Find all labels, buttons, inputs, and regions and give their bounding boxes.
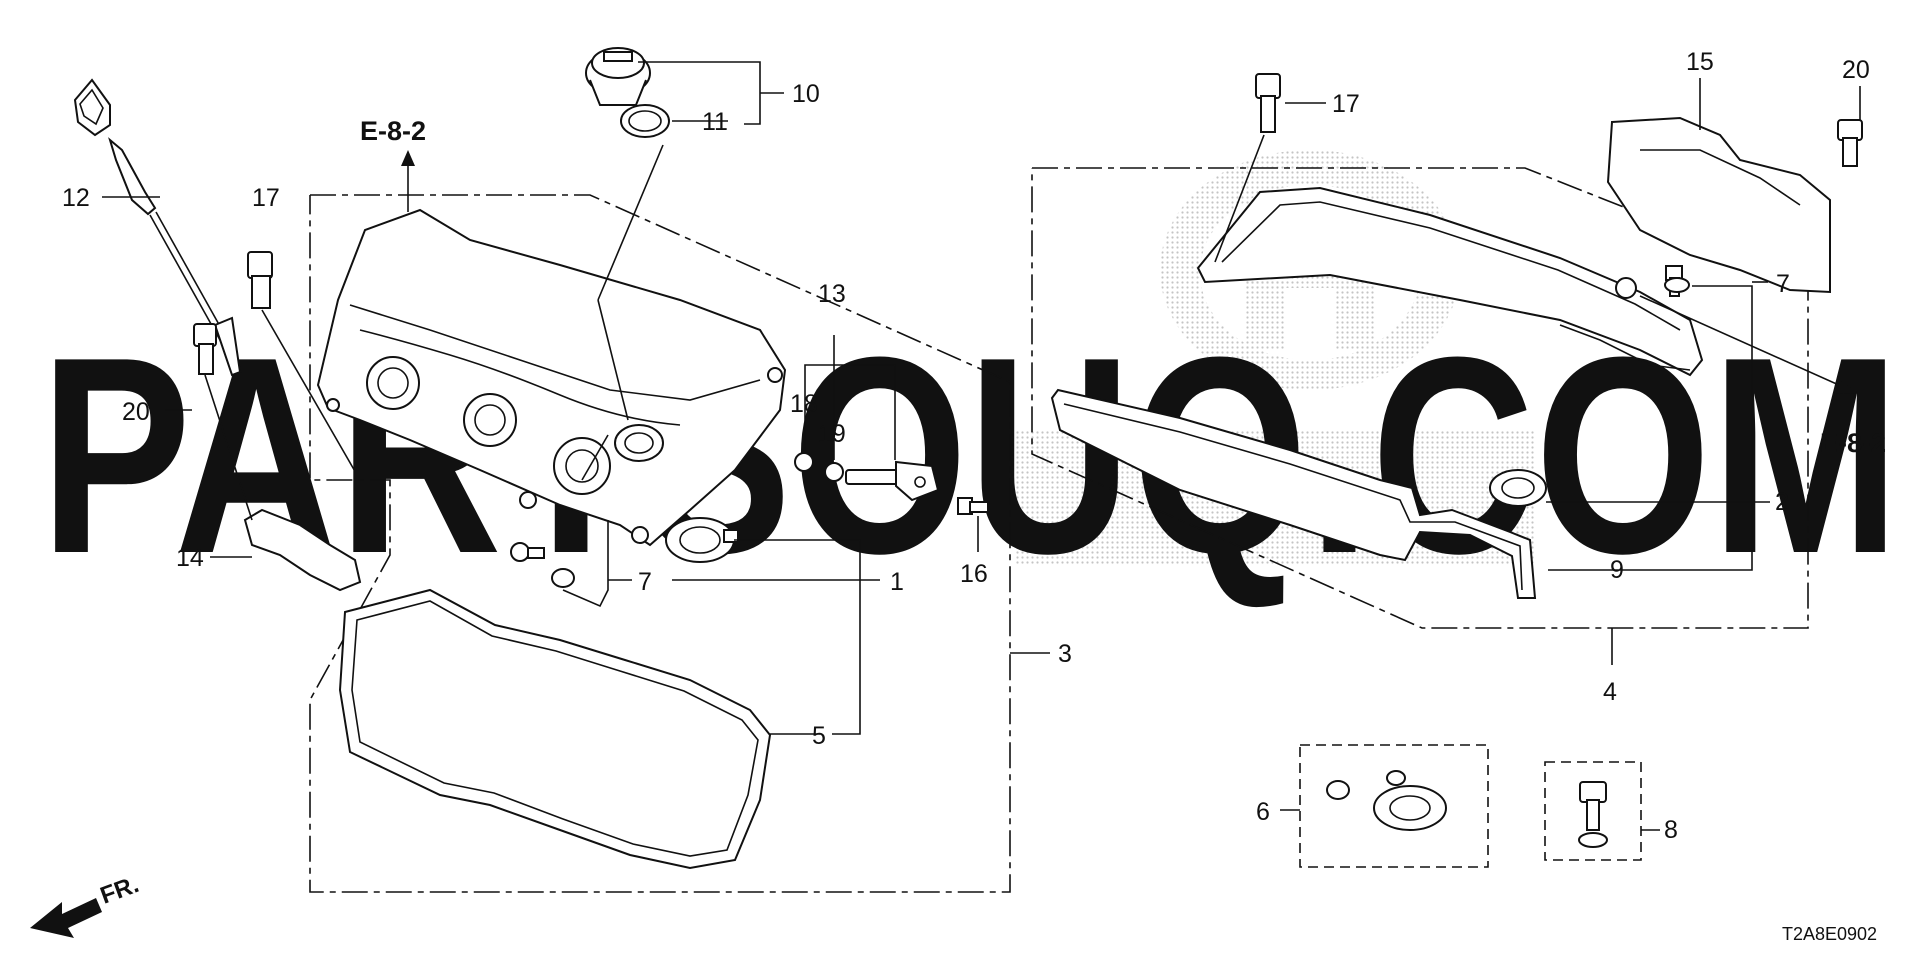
callout-17-right: 17 — [1332, 90, 1360, 118]
seal-2 — [1489, 469, 1547, 507]
callout-20-left: 20 — [122, 398, 150, 426]
callout-4: 4 — [1603, 678, 1617, 706]
kit-8-contents — [1578, 781, 1608, 848]
diagram-code: T2A8E0902 — [1782, 924, 1877, 944]
callout-11: 11 — [702, 108, 728, 136]
bracket-14 — [243, 508, 362, 592]
bolt-small-left — [510, 542, 545, 562]
callout-1: 1 — [890, 568, 904, 596]
kit-6-contents — [1326, 770, 1447, 831]
callout-2: 2 — [1775, 488, 1789, 516]
callout-6: 6 — [1256, 798, 1270, 826]
plug-tube-seal-1 — [665, 517, 739, 563]
callout-7-left: 7 — [638, 568, 652, 596]
bolt-17-left — [247, 251, 273, 309]
leader-lines — [102, 61, 1861, 831]
callout-7-right: 7 — [1776, 270, 1790, 298]
callout-8: 8 — [1664, 816, 1678, 844]
front-indicator-label: FR. — [97, 871, 143, 910]
engine-cover-15 — [1606, 116, 1831, 294]
reference-e-8-2-top: E-8-2 — [360, 116, 426, 146]
valve-cover-gasket-right — [1050, 388, 1537, 599]
o-ring-18 — [794, 452, 814, 472]
bolt-20-right — [1837, 119, 1863, 167]
callout-3: 3 — [1058, 640, 1072, 668]
callout-13: 13 — [818, 280, 846, 308]
callout-9: 9 — [1610, 556, 1624, 584]
reference-e-8-2-right: E-8-2 — [1820, 428, 1886, 458]
callout-5: 5 — [812, 722, 826, 750]
filler-cap-seal — [620, 104, 670, 138]
kit-box-8 — [1544, 761, 1642, 861]
callout-20-right: 20 — [1842, 56, 1870, 84]
bolt-20-left — [193, 323, 217, 375]
callout-17-left: 17 — [252, 184, 280, 212]
washer-7-left — [551, 568, 575, 588]
front-arrow-icon — [30, 898, 102, 938]
washer-7-right — [1664, 277, 1690, 293]
valve-cover-left — [316, 208, 787, 547]
breather-pipe-13 — [845, 460, 940, 502]
callout-19: 19 — [818, 420, 846, 448]
bolt-16 — [957, 497, 989, 515]
callout-15: 15 — [1686, 48, 1714, 76]
callout-12: 12 — [62, 184, 90, 212]
valve-cover-gasket-left — [338, 588, 772, 870]
callout-10: 10 — [792, 80, 820, 108]
assembly-frame-left — [309, 194, 1011, 893]
oil-filler-cap — [585, 47, 651, 106]
valve-cover-right — [1196, 186, 1704, 377]
callout-14: 14 — [176, 544, 204, 572]
callout-16: 16 — [960, 560, 988, 588]
kit-box-6 — [1299, 744, 1489, 868]
o-ring-19 — [824, 462, 844, 482]
bolt-17-right — [1255, 73, 1281, 133]
dipstick — [73, 78, 242, 377]
assembly-frame-right — [1031, 167, 1809, 629]
callout-18: 18 — [790, 390, 818, 418]
